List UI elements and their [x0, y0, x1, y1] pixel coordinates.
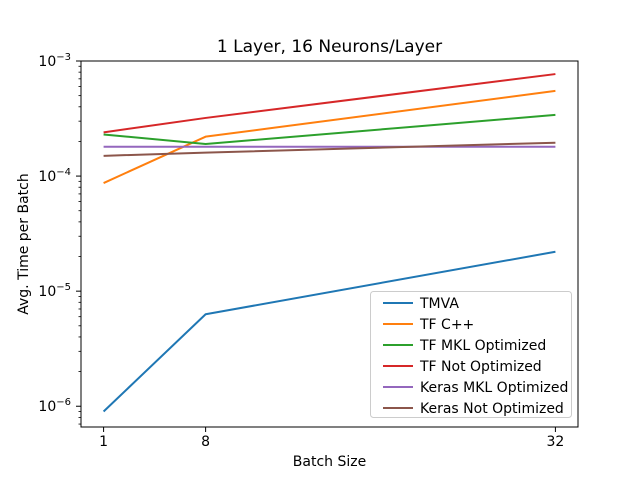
chart-title: 1 Layer, 16 Neurons/Layer — [217, 37, 442, 57]
legend-frame — [370, 291, 572, 418]
x-axis-label: Batch Size — [293, 454, 366, 470]
legend-item-tmva: TMVA — [383, 296, 459, 312]
legend-item-tf-mkl-optimized: TF MKL Optimized — [383, 338, 546, 354]
y-axis-label: Avg. Time per Batch — [16, 173, 32, 315]
legend-item-label: TF Not Optimized — [419, 359, 542, 375]
legend-item-tf-c: TF C++ — [383, 317, 474, 333]
x-tick-label: 1 — [99, 434, 108, 450]
y-tick-label: 10−5 — [38, 282, 71, 300]
x-tick-label: 32 — [546, 434, 564, 450]
series-line-keras-not-optimized — [103, 141, 556, 157]
legend-item-label: TMVA — [419, 296, 459, 312]
legend-item-label: Keras MKL Optimized — [420, 380, 568, 396]
legend-item-label: TF MKL Optimized — [419, 338, 546, 354]
y-tick-label: 10−4 — [38, 167, 71, 185]
series-line-tf-c — [103, 89, 556, 184]
legend-item-keras-not-optimized: Keras Not Optimized — [383, 401, 564, 417]
y-tick-label: 10−3 — [38, 52, 71, 70]
legend-item-label: TF C++ — [419, 317, 474, 333]
legend-item-tf-not-optimized: TF Not Optimized — [383, 359, 542, 375]
series-line-tf-mkl-optimized — [103, 113, 556, 145]
legend-item-label: Keras Not Optimized — [420, 401, 564, 417]
series-lines — [102, 73, 556, 413]
legend: TMVA TF C++ TF MKL Optimized TF Not Optimiz… — [370, 291, 572, 418]
legend-item-keras-mkl-optimized: Keras MKL Optimized — [383, 380, 568, 396]
series-line-tf-not-optimized — [103, 73, 556, 134]
series-line-tmva — [102, 250, 556, 413]
axes-frame — [80, 60, 579, 428]
y-tick-label: 10−6 — [38, 397, 71, 415]
x-tick-label: 8 — [201, 434, 210, 450]
